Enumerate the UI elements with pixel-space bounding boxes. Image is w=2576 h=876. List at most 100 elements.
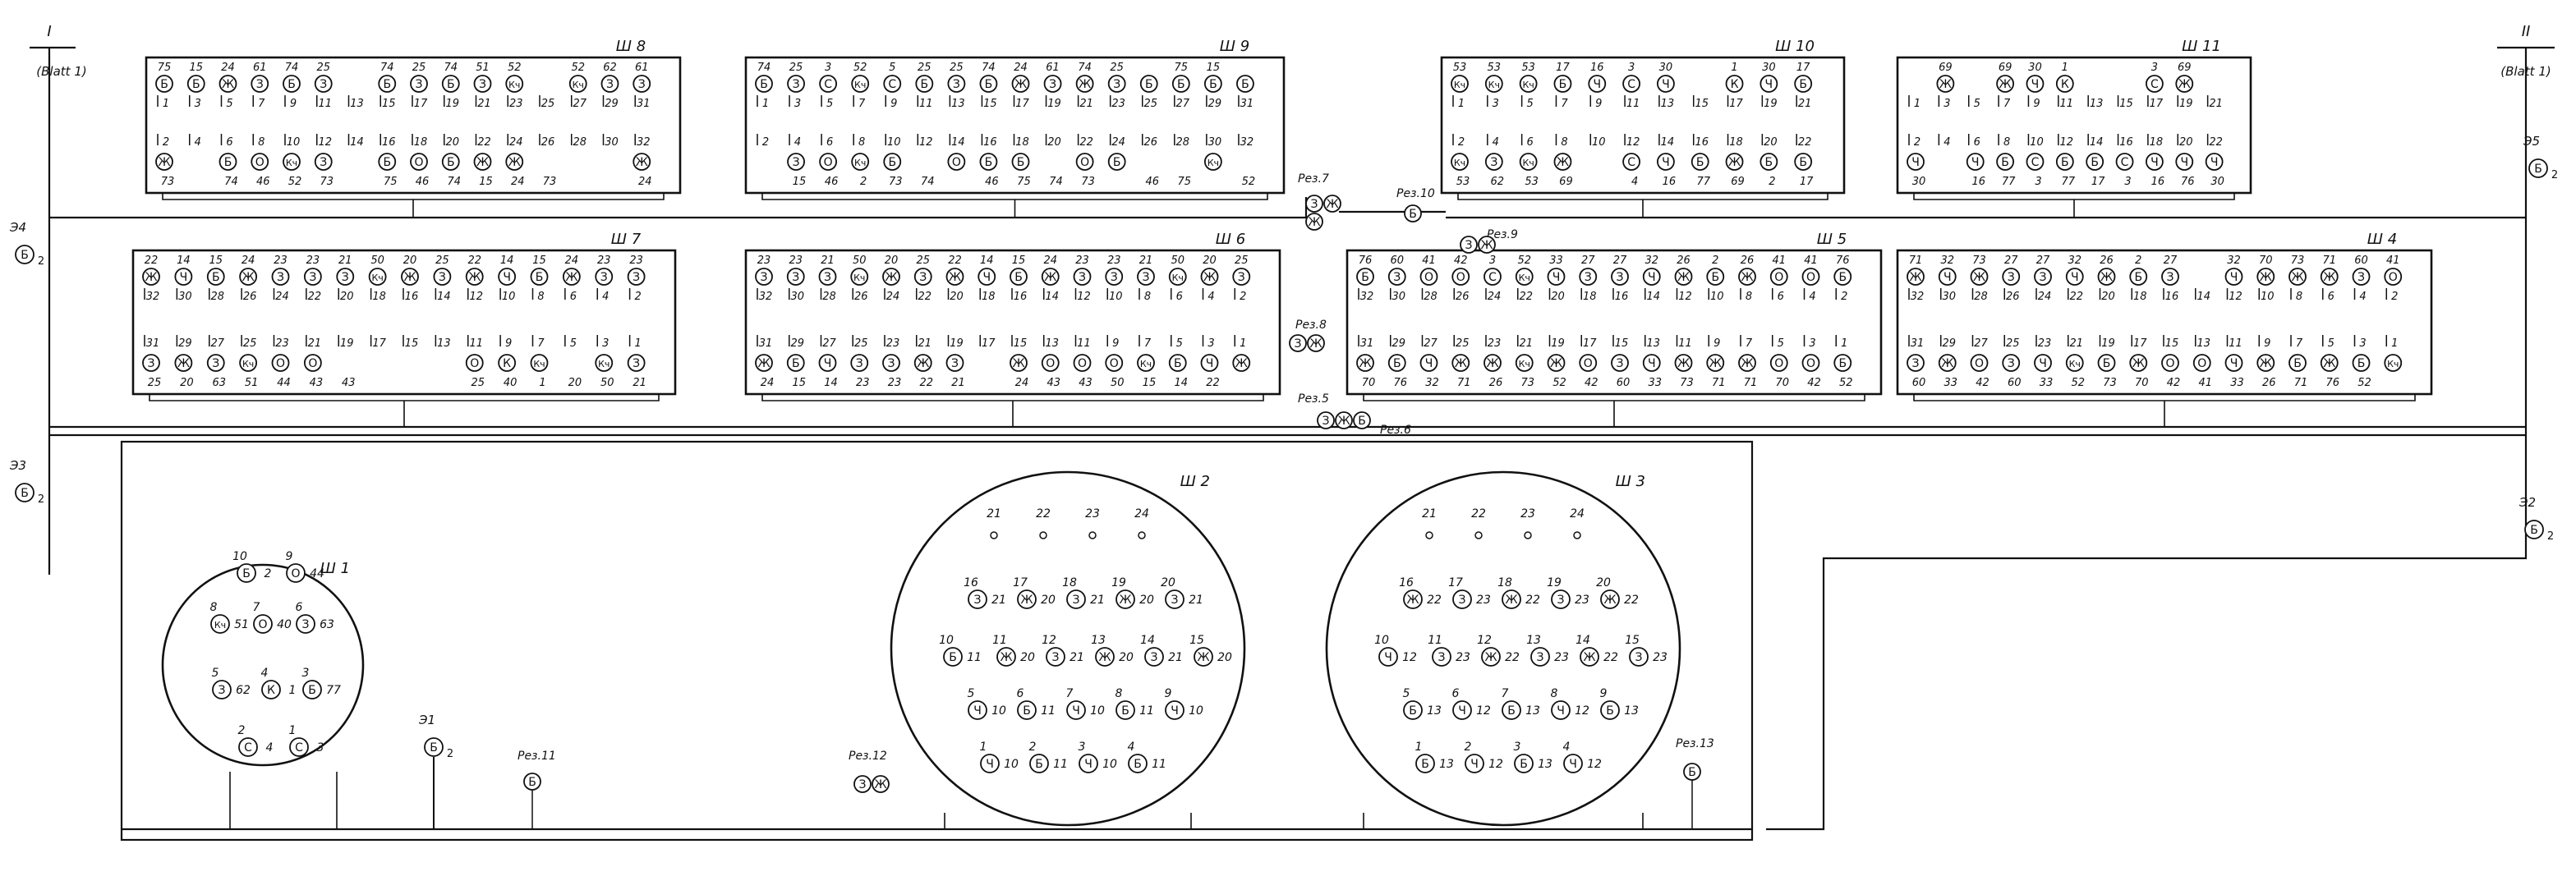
wire-mark-letter: З bbox=[824, 271, 831, 284]
wire-mark-circle bbox=[1460, 236, 1478, 254]
wire-mark-circle bbox=[1580, 647, 1599, 667]
pin-number: 7 bbox=[1502, 687, 1509, 700]
pin-wire-num: 30 bbox=[2028, 62, 2042, 74]
pin-top-mark: С bbox=[1622, 75, 1640, 93]
wire-mark-circle bbox=[498, 268, 517, 286]
wire-mark-circle bbox=[1011, 75, 1030, 93]
pin-wire-num: 20 bbox=[885, 255, 899, 267]
pin-wire-num: 13 bbox=[1439, 758, 1454, 771]
pin-number: 29 bbox=[1942, 337, 1956, 350]
wire-mark-circle bbox=[883, 75, 902, 93]
wire-mark-circle bbox=[600, 75, 619, 93]
pin-wire-num: 40 bbox=[504, 377, 518, 389]
wire-mark-circle bbox=[1041, 354, 1060, 372]
pin-wire-num: 71 bbox=[1712, 377, 1726, 389]
pin-number: 15 bbox=[1695, 98, 1709, 110]
wire-mark-letter: Ж bbox=[1480, 239, 1493, 252]
pin-wire-num: 73 bbox=[543, 176, 557, 188]
pin-wire-num: 20 bbox=[568, 377, 582, 389]
pin-bottom-mark: О bbox=[303, 354, 322, 372]
pin-wire-num: 3 bbox=[825, 62, 831, 74]
wire-mark-letter: З bbox=[1557, 594, 1565, 607]
wire-mark-circle bbox=[819, 75, 838, 93]
pin-bottom-mark: Ж bbox=[1674, 354, 1693, 372]
wire-mark-circle bbox=[186, 75, 205, 93]
wire-mark-letter: З bbox=[1079, 271, 1086, 284]
wire-mark-circle bbox=[2097, 354, 2116, 372]
terminal-e34-sub: 2 bbox=[38, 255, 44, 268]
wire-mark-circle bbox=[1769, 354, 1788, 372]
wire-mark-circle bbox=[1378, 647, 1398, 667]
pin-number: 30 bbox=[1208, 136, 1222, 149]
wire-mark-circle bbox=[1996, 153, 2014, 171]
pin-bottom-mark: Ч bbox=[2175, 153, 2194, 171]
wire-mark-letter: Б bbox=[2103, 357, 2111, 370]
wire-mark-letter: О bbox=[1078, 357, 1087, 370]
wire-mark-circle bbox=[595, 354, 614, 372]
pin-bottom-mark: Ч bbox=[1642, 354, 1661, 372]
pin-top-mark: З bbox=[1232, 268, 1251, 286]
pin-wire-num: 52 bbox=[508, 62, 522, 74]
pin-number: 3 bbox=[1809, 337, 1815, 350]
pin-wire-num: 22 bbox=[1624, 594, 1639, 607]
pin-wire-num: 32 bbox=[2068, 255, 2082, 267]
pin-number: 27 bbox=[573, 98, 586, 110]
pin-top-mark: Ж bbox=[239, 268, 258, 286]
pin-bottom-mark: О bbox=[1801, 354, 1820, 372]
wire-mark-letter: Ж bbox=[242, 271, 255, 284]
pin-top-mark: Ж bbox=[2288, 268, 2307, 286]
wire-mark-circle bbox=[1760, 75, 1778, 93]
pin-wire-num: 2 bbox=[860, 176, 867, 188]
pin-bottom-mark: О bbox=[1105, 354, 1124, 372]
pin-wire-num: 15 bbox=[1207, 62, 1221, 74]
wire-mark-letter: Ч bbox=[1662, 78, 1670, 91]
wire-mark-circle bbox=[1481, 647, 1501, 667]
pin-wire-num: 25 bbox=[471, 377, 485, 389]
pin-number: 8 bbox=[210, 601, 218, 614]
wire-mark-circle bbox=[174, 268, 193, 286]
pin-wire-num: 73 bbox=[889, 176, 903, 188]
pin-top-mark: З bbox=[1579, 268, 1598, 286]
wire-mark-letter: Кч bbox=[853, 273, 865, 283]
wire-mark-letter: Ж bbox=[1359, 357, 1371, 370]
pin-wire-num: 24 bbox=[1015, 377, 1029, 389]
wire-mark-letter: З bbox=[2008, 271, 2015, 284]
pin-wire-num: 14 bbox=[980, 255, 994, 267]
wire-mark-circle bbox=[239, 354, 258, 372]
wire-mark-circle bbox=[253, 614, 273, 634]
pin-number: 7 bbox=[2296, 337, 2303, 350]
wire-mark-letter: З bbox=[2167, 271, 2174, 284]
wire-mark-circle bbox=[1451, 153, 1469, 171]
wire-mark-circle bbox=[979, 153, 998, 171]
wire-mark-letter: Ж bbox=[1309, 337, 1322, 351]
pin-bottom-mark: Кч bbox=[1519, 153, 1538, 171]
wire-mark-letter: С bbox=[1627, 156, 1635, 169]
pin-mark: Ж bbox=[1095, 647, 1115, 667]
pin-bottom-mark: Ж bbox=[505, 153, 524, 171]
pin-bottom-mark: Б bbox=[2086, 153, 2104, 171]
pin-bottom-mark: Б bbox=[441, 153, 460, 171]
wire-mark-circle bbox=[1079, 754, 1098, 773]
reserve-mark-r12-1: Ж bbox=[872, 775, 890, 793]
wire-mark-letter: Ж bbox=[874, 778, 886, 791]
wire-mark-letter: З bbox=[632, 271, 640, 284]
pin-wire-num: 70 bbox=[2135, 377, 2149, 389]
pin-number: 31 bbox=[146, 337, 160, 350]
pin-number: 19 bbox=[445, 98, 459, 110]
wire-mark-circle bbox=[1451, 354, 1470, 372]
pin-top-mark: Ч bbox=[1642, 268, 1661, 286]
wire-mark-circle bbox=[210, 614, 230, 634]
pin-number: 2 bbox=[163, 136, 169, 149]
pin-number: 2 bbox=[1240, 291, 1246, 303]
wire-mark-circle bbox=[851, 153, 870, 171]
pin-bottom-mark: О bbox=[1970, 354, 1989, 372]
pin-wire-num: 75 bbox=[1017, 176, 1031, 188]
pin-wire-num: 50 bbox=[1111, 377, 1125, 389]
pin-top-mark: К bbox=[2055, 75, 2074, 93]
pin-top-mark: Ж bbox=[218, 75, 237, 93]
pin-bottom-mark: З bbox=[1484, 153, 1503, 171]
pin-wire-num: 15 bbox=[792, 377, 806, 389]
pin-wire-num: 20 bbox=[180, 377, 194, 389]
pin-number: 15 bbox=[1189, 634, 1204, 647]
wire-mark-letter: З bbox=[277, 271, 284, 284]
